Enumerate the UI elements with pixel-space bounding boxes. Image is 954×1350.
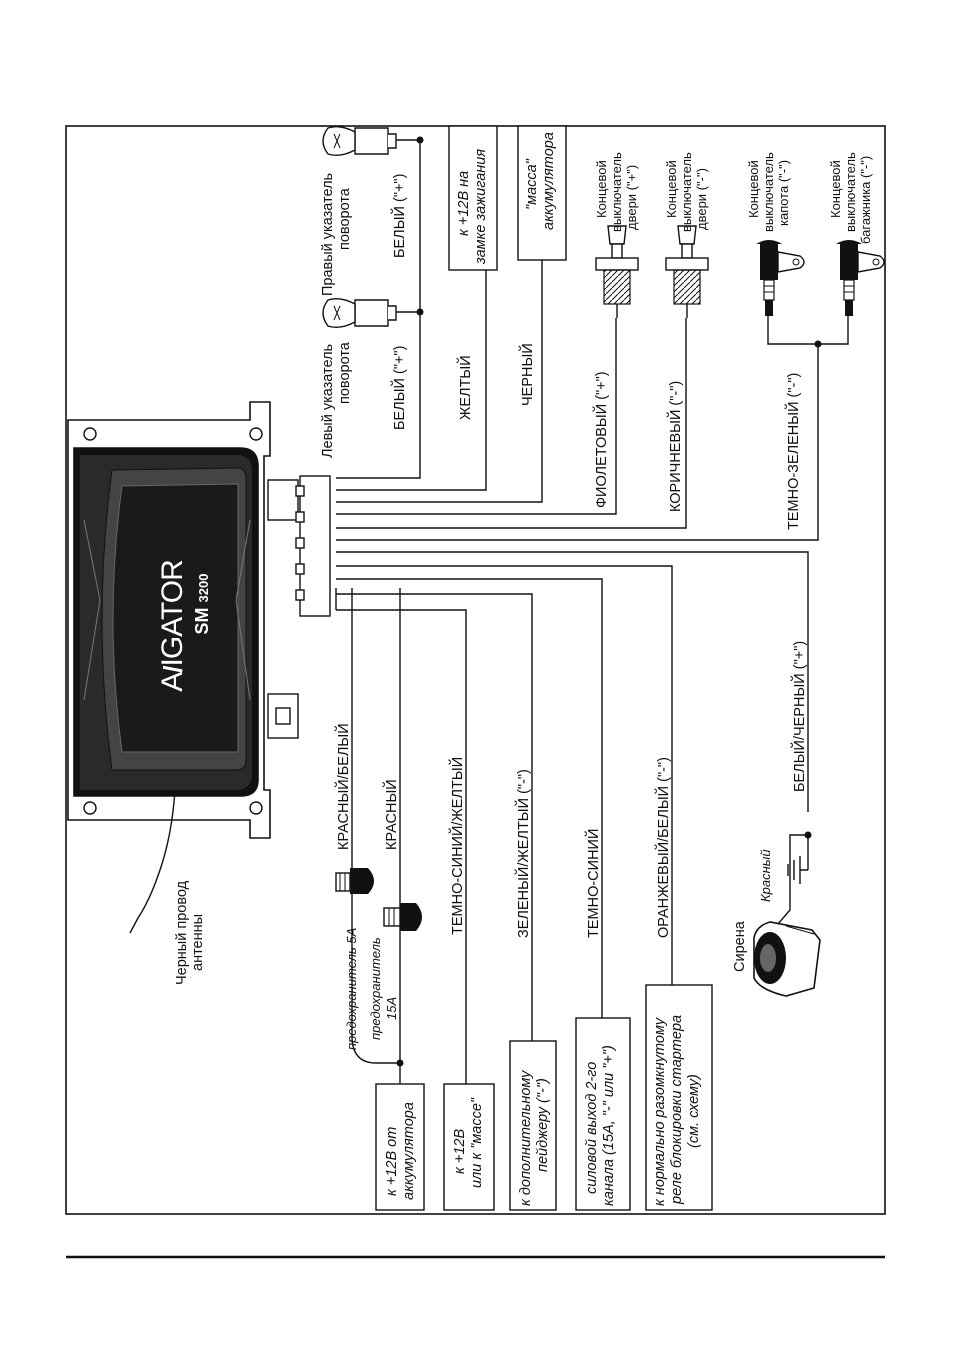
starter-relay-box <box>645 984 713 1211</box>
siren-wire-label: Красный <box>758 849 773 902</box>
model-number: 3200 <box>196 574 211 603</box>
logo-rest: IGATOR <box>156 560 189 667</box>
ground-symbol <box>787 835 809 884</box>
fuse-15a-label: предохранитель15А <box>368 937 399 1040</box>
right-turn-label: Правый указательповорота <box>320 173 353 296</box>
wire-label-red-white: КРАСНЫЙ/БЕЛЫЙ <box>334 723 352 850</box>
antenna-label: Черный проводантенны <box>174 880 206 985</box>
turn-signal-junction-right <box>416 136 424 144</box>
wire-label-green-yellow: ЗЕЛЕНЫЙ/ЖЕЛТЫЙ ("-") <box>514 769 532 938</box>
starter-relay-line2: реле блокировки стартера <box>669 1015 685 1205</box>
left-turn-label: Левый указательповорота <box>320 341 353 458</box>
wire-label-dark-blue: ТЕМНО-СИНИЙ <box>584 829 602 938</box>
svg-text:силовой выход 2-гоканала (15А,: силовой выход 2-гоканала (15А, "-" или "… <box>584 1045 617 1206</box>
wire-label-brown: КОРИЧНЕВЫЙ ("-") <box>666 381 684 512</box>
fuse-15a <box>383 903 422 931</box>
wire-label-dark-blue-yellow: ТЕМНО-СИНИЙ/ЖЕЛТЫЙ <box>448 757 466 935</box>
door-minus-switch <box>665 225 709 318</box>
switch-junction-dot <box>814 340 822 348</box>
wire-label-white-left: БЕЛЫЙ ("+") <box>390 346 408 430</box>
left-harness <box>335 551 809 1084</box>
ignition-line1: к +12В на <box>456 171 472 236</box>
wire-label-yellow: ЖЕЛТЫЙ <box>456 355 474 420</box>
pager-line1: к дополнительному <box>518 1070 534 1206</box>
wire-label-white-right: БЕЛЫЙ ("+") <box>390 174 408 258</box>
wire-label-white-black: БЕЛЫЙ/ЧЕРНЫЙ ("+") <box>790 641 808 792</box>
trunk-label: Концевойвыключательбагажника ("-") <box>828 152 873 244</box>
channel-2-box <box>575 1017 631 1211</box>
door-plus-label: Концевойвыключательдвери ("+") <box>594 152 639 232</box>
battery-plus-box <box>375 1083 425 1211</box>
svg-text:к +12Вили к "массе": к +12Вили к "массе" <box>452 1097 485 1188</box>
battery-ground-line2: аккумулятора <box>541 132 557 230</box>
logo-a: A <box>156 672 189 692</box>
pager-line2: пейджеру ("-") <box>535 1078 551 1172</box>
right-turn-lamp <box>322 125 397 157</box>
turn-signal-junction-left <box>416 308 424 316</box>
svg-text:к +12В отаккумулятора: к +12В отаккумулятора <box>384 1102 417 1200</box>
svg-text:к +12В назамке зажигания: к +12В назамке зажигания <box>456 149 489 265</box>
wire-label-black: ЧЕРНЫЙ <box>518 343 536 406</box>
svg-text:к дополнительномупейджеру ("-": к дополнительномупейджеру ("-") <box>518 1070 551 1206</box>
svg-text:"масса"аккумулятора: "масса"аккумулятора <box>524 132 557 230</box>
wire-label-dark-green: ТЕМНО-ЗЕЛЕНЫЙ ("-") <box>784 373 802 530</box>
svg-text:к нормально разомкнутомуреле б: к нормально разомкнутомуреле блокировки … <box>652 1015 702 1206</box>
channel-2-line1: силовой выход 2-го <box>584 1062 600 1194</box>
logo-text: A/IGATOR <box>156 560 189 692</box>
ignition-line2: замке зажигания <box>473 149 489 265</box>
wire-label-violet: ФИОЛЕТОВЫЙ ("+") <box>592 371 610 508</box>
right-harness <box>336 139 849 541</box>
fuse-5a <box>335 868 374 894</box>
door-plus-switch <box>595 225 639 318</box>
wire-label-orange-white: ОРАНЖЕВЫЙ/БЕЛЫЙ ("-") <box>654 757 672 938</box>
battery-plus-line1: к +12В от <box>384 1127 400 1196</box>
hood-switch <box>756 240 805 316</box>
plus-or-ground-line1: к +12В <box>452 1129 468 1174</box>
battery-ground-line1: "масса" <box>524 158 540 210</box>
door-minus-label: Концевойвыключательдвери ("-") <box>664 152 709 232</box>
plus-or-ground-box <box>443 1083 495 1211</box>
hood-label: Концевойвыключателькапота ("-") <box>746 152 791 232</box>
trunk-switch <box>836 240 885 316</box>
starter-relay-line1: к нормально разомкнутому <box>652 1017 668 1206</box>
alarm-control-unit: A/IGATOR SM 3200 <box>67 401 331 839</box>
antenna-wire <box>129 789 176 934</box>
left-turn-lamp <box>322 297 397 329</box>
siren <box>753 921 821 997</box>
starter-relay-line3: (см. схему) <box>686 1074 702 1148</box>
plus-or-ground-line2: или к "массе" <box>469 1097 485 1188</box>
pager-box <box>509 1040 557 1211</box>
main-connector <box>299 475 331 617</box>
channel-2-line2: канала (15А, "-" или "+") <box>601 1045 617 1206</box>
ignition-box <box>448 125 498 271</box>
siren-wire <box>777 834 808 925</box>
wire-label-red: КРАСНЫЙ <box>382 779 400 850</box>
siren-label: Сирена <box>732 920 748 972</box>
battery-ground-box <box>517 125 567 261</box>
model-prefix: SM <box>192 607 212 634</box>
battery-plus-line2: аккумулятора <box>401 1102 417 1200</box>
svg-text:SM 3200: SM 3200 <box>192 574 212 635</box>
fuse-5a-label: предохранитель 5А <box>344 928 359 1050</box>
